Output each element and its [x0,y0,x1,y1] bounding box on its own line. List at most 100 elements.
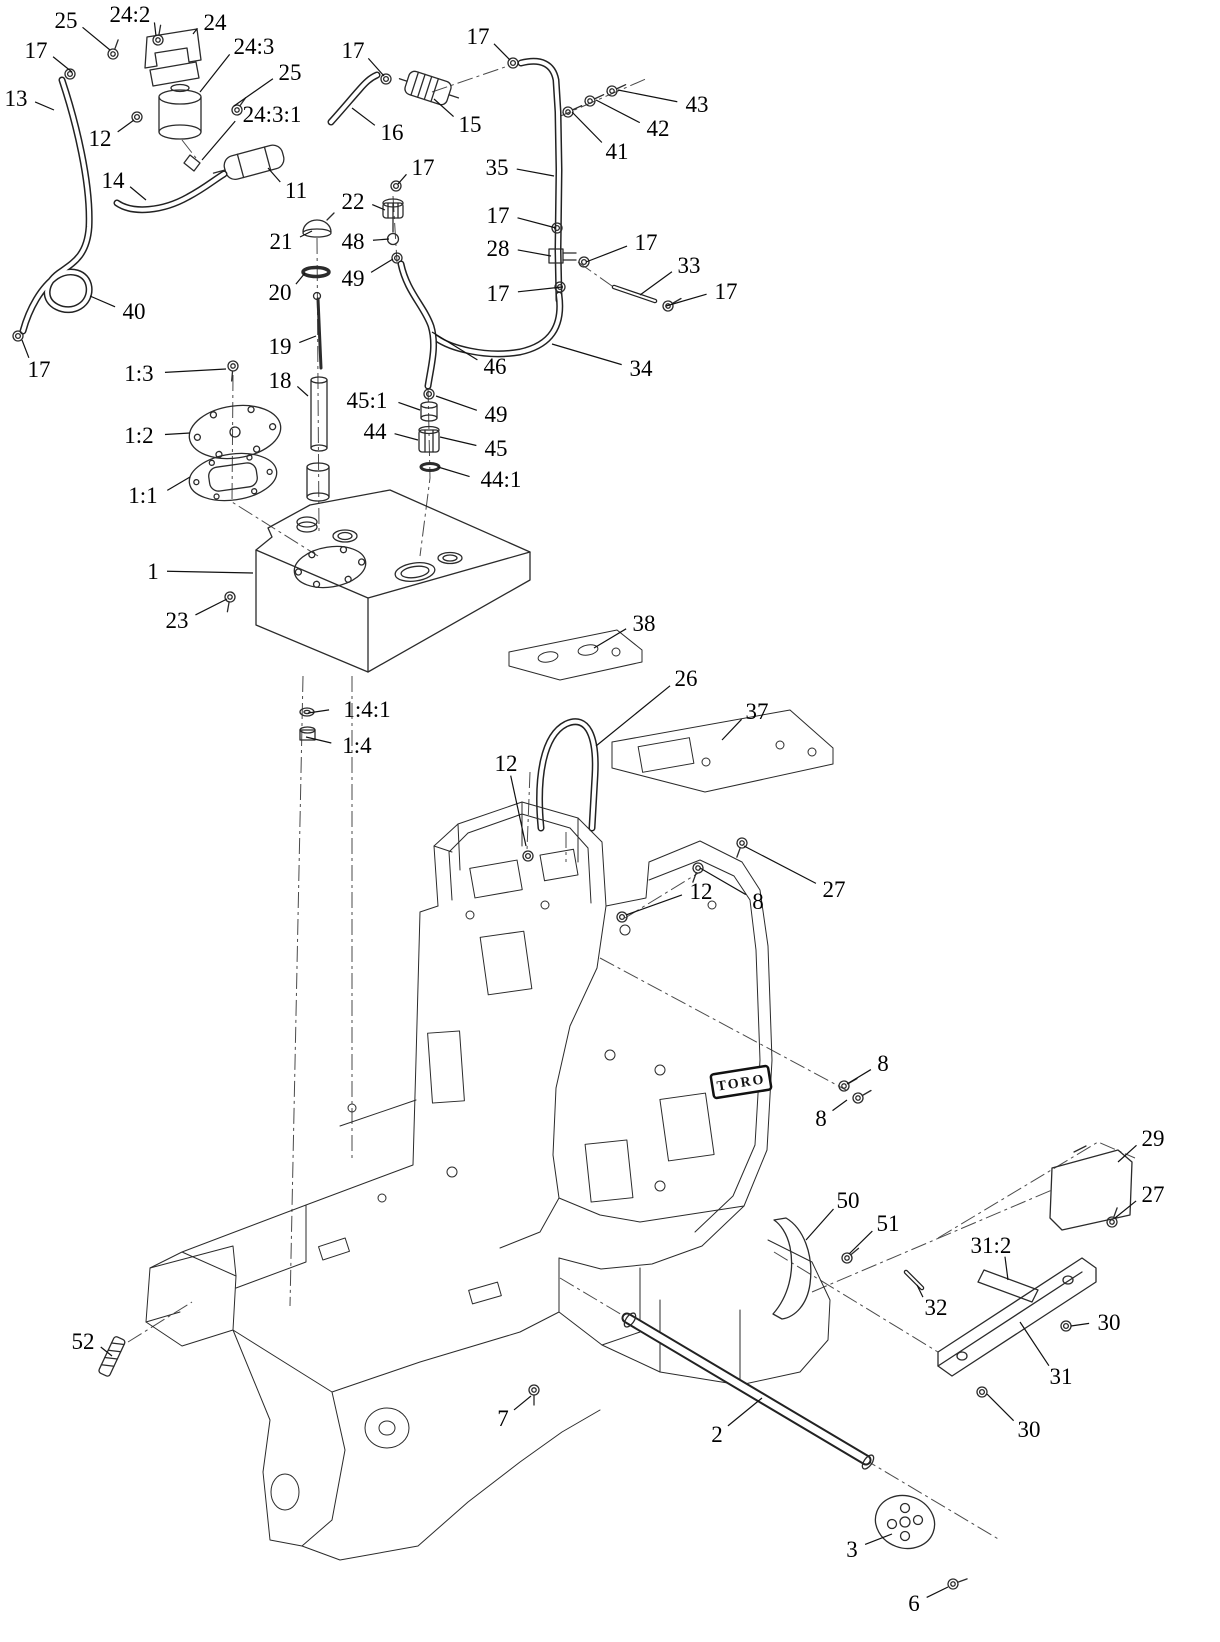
callout-34: 34 [630,356,654,381]
fitting-48 [386,232,400,246]
callout-52: 52 [72,1329,95,1354]
callout-14: 14 [102,168,126,193]
leader-line [233,78,274,107]
nut-12 [616,911,628,923]
leader-line [986,1393,1015,1422]
leader-line [201,120,236,161]
leader-line [164,432,191,436]
callout-24:3: 24:3 [234,34,275,59]
callout-49: 49 [342,266,365,291]
callout-17: 17 [467,24,490,49]
fuel-cup-24-3 [158,83,202,140]
screw-6 [945,1573,970,1592]
leader-line [517,286,563,293]
callout-17: 17 [487,203,510,228]
nut-30 [976,1386,988,1398]
callout-12: 12 [89,126,112,151]
leader-line [595,99,641,124]
callout-18: 18 [269,368,292,393]
callout-50: 50 [837,1188,860,1213]
callout-23: 23 [166,608,189,633]
callout-35: 35 [486,155,509,180]
callout-15: 15 [459,112,482,137]
leader-line [100,1346,113,1357]
callout-27: 27 [823,877,846,902]
leader-line [199,54,231,93]
filler-necks [296,516,358,543]
bracket-plate [149,61,200,87]
callout-22: 22 [342,189,365,214]
sender-boss [293,545,367,589]
leader-line [916,1284,924,1298]
leader-line [166,476,191,491]
leader-line [805,1208,834,1241]
callout-44: 44 [364,419,388,444]
callout-41: 41 [606,139,629,164]
handle-26 [536,718,599,832]
cap-boss [437,551,463,565]
nut-12 [522,850,534,862]
callout-11: 11 [285,178,307,203]
strip-31-2 [977,1269,1039,1303]
leader-line [34,101,55,111]
callout-43: 43 [686,92,709,117]
fitting-44-45 [418,425,440,453]
leader-line [296,386,309,397]
leader-line [721,718,743,741]
nut-30 [1060,1320,1072,1332]
callout-30: 30 [1098,1310,1121,1335]
callout-46: 46 [484,354,507,379]
bulkhead-fittings [418,388,441,472]
leader-line [639,271,673,296]
callout-31: 31 [1050,1364,1073,1389]
vent-hoses [432,57,685,358]
screw-23 [221,590,237,614]
leader-line [267,167,281,183]
leader-line [166,570,254,574]
leader-line [1117,1144,1137,1163]
callout-24:2: 24:2 [110,2,151,27]
cap-22-assembly [382,198,437,390]
callout-17: 17 [342,38,365,63]
screw-43 [604,79,629,99]
fuel-valve-assembly [105,23,285,181]
leader-line [1019,1321,1050,1366]
tank-neck [306,462,330,502]
callout-33: 33 [678,253,701,278]
callout-17: 17 [715,279,738,304]
callout-17: 17 [412,155,435,180]
leader-line [510,775,527,847]
filter-11 [212,144,285,181]
toro-logo: TORO [709,1064,773,1100]
leader-line [433,98,454,118]
callout-44:1: 44:1 [481,467,522,492]
leader-line [864,1533,893,1545]
gasket-1-1 [188,452,278,502]
callout-1:3: 1:3 [124,361,153,386]
hose-14 [113,170,228,214]
callout-1:4: 1:4 [342,733,372,758]
leader-line [82,26,111,51]
leader-line [593,628,627,649]
callout-48: 48 [342,229,365,254]
leader-line [370,258,394,273]
screw-42 [582,89,607,109]
callout-12: 12 [495,751,518,776]
leader-line [305,736,332,744]
leader-line [192,27,198,35]
leader-line [1004,1256,1009,1281]
leader-line [52,56,73,73]
callout-40: 40 [123,299,146,324]
tee-fitting-28 [548,248,577,264]
leader-line [435,395,478,411]
sender-plates [188,359,282,502]
bracket-24 [144,28,202,69]
callout-7: 7 [497,1406,509,1431]
plate-29 [1049,1145,1133,1231]
leader-line [585,245,628,263]
leader-line [846,1069,872,1085]
leader-line [625,894,683,916]
leader-line [551,343,622,366]
bolt-7 [528,1384,540,1406]
